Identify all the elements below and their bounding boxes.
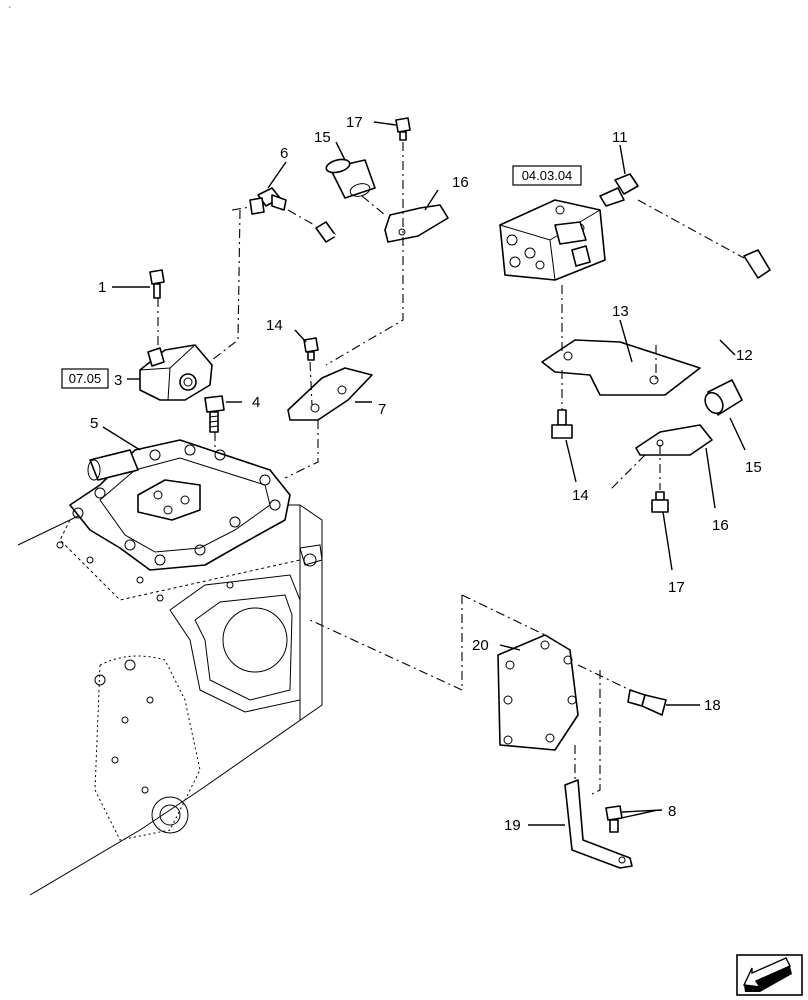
cover-plate-5 (69, 439, 291, 571)
bolt-1 (149, 269, 165, 299)
bolt-17-top (395, 117, 411, 141)
callout-14-right: 14 (572, 487, 589, 504)
callout-3: 3 (114, 372, 122, 389)
callout-labels: 1 3 4 5 6 7 8 11 12 13 14 14 15 15 16 16… (90, 114, 762, 834)
callout-15-right: 15 (745, 459, 762, 476)
bolt-17-right (651, 491, 669, 513)
bracket-13 (541, 339, 701, 396)
bracket-19 (564, 779, 633, 869)
pipe-12 (315, 221, 771, 377)
callout-4: 4 (252, 394, 260, 411)
callout-6: 6 (280, 145, 288, 162)
fitting-11 (599, 173, 639, 207)
callout-11: 11 (612, 129, 628, 146)
assembly-lines (157, 142, 745, 796)
bolt-4 (204, 395, 225, 433)
reference-040304-text: 04.03.04 (522, 168, 573, 183)
reference-0705-text: 07.05 (69, 371, 102, 386)
callout-18: 18 (704, 697, 721, 714)
clamp-16-right (635, 424, 713, 456)
cover-plate-20 (497, 634, 579, 751)
bolt-18 (627, 689, 667, 716)
clamp-16-top (384, 204, 449, 243)
sleeve-15-right (704, 379, 743, 416)
sleeve-15-top (325, 158, 376, 199)
fitting-6 (249, 187, 287, 215)
callout-12: 12 (736, 347, 753, 364)
callout-16-top: 16 (452, 174, 469, 191)
callout-8: 8 (668, 803, 676, 820)
callout-17-top: 17 (346, 114, 363, 131)
valve-block (499, 199, 606, 281)
transmission-housing (17, 504, 323, 896)
leader-lines (102, 121, 746, 826)
bracket-7 (287, 367, 373, 421)
reference-box-040304[interactable]: 04.03.04 (512, 165, 582, 186)
bolt-14-top (303, 337, 319, 361)
callout-14-top: 14 (266, 317, 283, 334)
callout-1: 1 (98, 279, 106, 296)
callout-15-top: 15 (314, 129, 331, 146)
callout-7: 7 (378, 401, 386, 418)
callout-20: 20 (472, 637, 489, 654)
valve-3 (139, 344, 213, 401)
callout-17-right: 17 (668, 579, 685, 596)
callout-16-right: 16 (712, 517, 729, 534)
bolt-14-right (551, 409, 573, 439)
reference-box-0705[interactable]: 07.05 (61, 368, 109, 389)
arrow-left-down-icon[interactable] (736, 954, 803, 996)
corner-mark: ` (8, 5, 11, 17)
callout-13: 13 (612, 303, 629, 320)
callout-5: 5 (90, 415, 98, 432)
callout-19: 19 (504, 817, 521, 834)
